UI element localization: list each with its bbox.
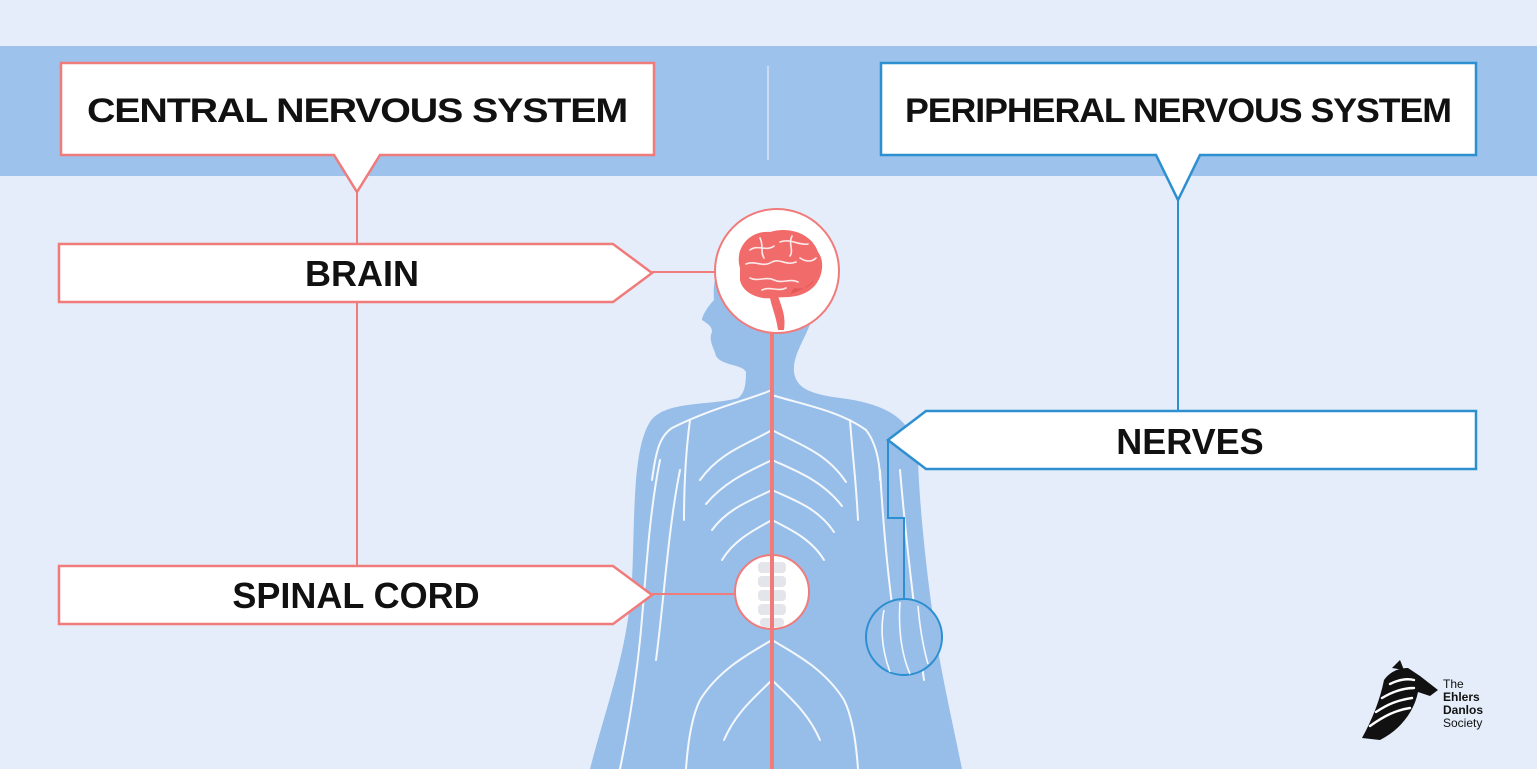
nerves-label-text: NERVES bbox=[1116, 421, 1263, 462]
logo-line-danlos: Danlos bbox=[1443, 703, 1483, 717]
nerves-callout bbox=[865, 598, 943, 676]
brain-label-text: BRAIN bbox=[305, 253, 419, 294]
spinal-cord-callout bbox=[734, 554, 810, 630]
peripheral-header-text: PERIPHERAL NERVOUS SYSTEM bbox=[905, 92, 1451, 130]
central-nervous-system-header: CENTRAL NERVOUS SYSTEM bbox=[59, 61, 656, 195]
pns-connectors bbox=[887, 200, 1179, 600]
spinal-cord-label-text: SPINAL CORD bbox=[232, 575, 479, 616]
peripheral-nervous-system-header: PERIPHERAL NERVOUS SYSTEM bbox=[879, 61, 1478, 203]
central-header-text: CENTRAL NERVOUS SYSTEM bbox=[87, 92, 627, 130]
peripheral-nerve-lines bbox=[619, 389, 925, 769]
logo-line-society: Society bbox=[1443, 716, 1482, 730]
logo-line-ehlers: Ehlers bbox=[1443, 690, 1480, 704]
brain-label: BRAIN bbox=[57, 242, 655, 304]
zebra-head-icon bbox=[1362, 660, 1438, 740]
spinal-cord-label: SPINAL CORD bbox=[57, 564, 655, 626]
logo-line-the: The bbox=[1443, 677, 1464, 691]
nerves-label: NERVES bbox=[885, 409, 1478, 471]
cns-connectors bbox=[356, 192, 734, 595]
brain-icon bbox=[738, 230, 823, 330]
brain-callout bbox=[714, 208, 840, 334]
society-logo: The Ehlers Danlos Society bbox=[1362, 660, 1483, 740]
